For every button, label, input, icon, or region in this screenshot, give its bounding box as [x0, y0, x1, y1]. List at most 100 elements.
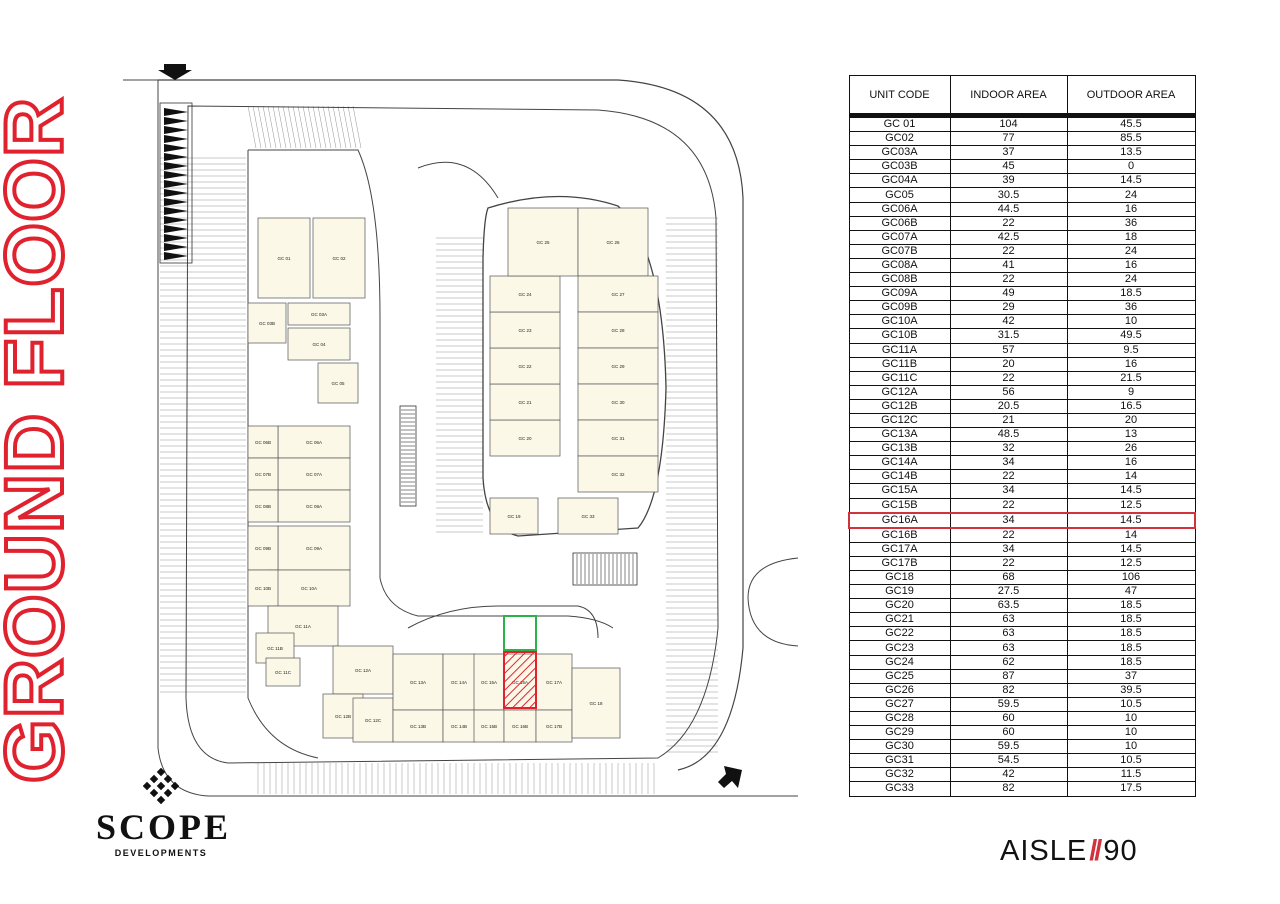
- unit-code-cell: GC13B: [848, 441, 951, 457]
- plan-unit: GC 09A: [277, 525, 351, 571]
- indoor-area-cell: 49: [949, 286, 1068, 302]
- outdoor-area-cell: 12.5: [1066, 497, 1196, 514]
- plan-unit: GC 07B: [247, 457, 279, 491]
- indoor-area-cell: 63: [949, 612, 1068, 628]
- unit-code-cell: GC18: [848, 569, 951, 586]
- unit-code-cell: GC06A: [848, 201, 951, 217]
- indoor-area-cell: 45: [949, 159, 1068, 175]
- unit-code-cell: GC12B: [848, 398, 951, 414]
- plan-unit-label: GC 17B: [546, 724, 562, 729]
- outdoor-area-cell: 17.5: [1066, 781, 1196, 797]
- plan-unit-label: GC 01: [277, 256, 291, 261]
- outdoor-area-cell: 106: [1066, 569, 1196, 586]
- unit-code-cell: GC24: [848, 654, 951, 670]
- indoor-area-cell: 104: [949, 114, 1068, 133]
- indoor-area-cell: 34: [949, 455, 1068, 471]
- page-title: GROUND FLOOR: [0, 95, 80, 785]
- plan-unit: GC 14A: [442, 653, 476, 711]
- outdoor-area-cell: 24: [1066, 187, 1196, 203]
- indoor-area-cell: 22: [949, 272, 1068, 288]
- indoor-area-cell: 41: [949, 257, 1068, 274]
- unit-code-cell: GC28: [848, 710, 951, 727]
- outdoor-area-cell: 11.5: [1066, 767, 1196, 783]
- plan-unit-label: GC 10A: [301, 586, 317, 591]
- plan-unit-label: GC 11B: [267, 646, 283, 651]
- plan-unit-label: GC 32: [611, 472, 625, 477]
- outdoor-area-cell: 45.5: [1066, 114, 1196, 133]
- unit-code-cell: GC25: [848, 668, 951, 684]
- plan-unit-label: GC 19: [507, 514, 521, 519]
- plan-unit: GC 10B: [247, 569, 279, 607]
- outdoor-area-cell: 14.5: [1066, 541, 1196, 557]
- outdoor-area-cell: 18.5: [1066, 598, 1196, 614]
- unit-code-cell: GC08B: [848, 272, 951, 288]
- plan-unit-label: GC 08B: [255, 504, 271, 509]
- unit-area-table: UNIT CODE INDOOR AREA OUTDOOR AREA GC 01…: [848, 75, 1196, 797]
- plan-unit-label: GC 23: [518, 328, 532, 333]
- plan-unit: GC 16B: [503, 709, 537, 743]
- indoor-area-cell: 82: [949, 781, 1068, 797]
- header-unit-code: UNIT CODE: [848, 75, 951, 118]
- plan-unit-label: GC 24: [518, 292, 532, 297]
- aisle-90-logo: AISLE//90: [1000, 835, 1138, 868]
- unit-code-cell: GC07B: [848, 243, 951, 259]
- plan-unit: GC 08A: [277, 489, 351, 523]
- indoor-area-cell: 27.5: [949, 584, 1068, 600]
- indoor-area-cell: 29: [949, 300, 1068, 316]
- plan-unit-label: GC 22: [518, 364, 532, 369]
- outdoor-area-cell: 18.5: [1066, 612, 1196, 628]
- indoor-area-cell: 34: [949, 511, 1068, 529]
- plan-unit: GC 12A: [332, 645, 394, 695]
- table-header-row: UNIT CODE INDOOR AREA OUTDOOR AREA: [848, 75, 1196, 118]
- indoor-area-cell: 59.5: [949, 696, 1068, 712]
- plan-unit-label: GC 08A: [306, 504, 322, 509]
- unit-code-cell: GC11B: [848, 356, 951, 372]
- aisle-slashes: //: [1089, 835, 1102, 867]
- indoor-area-cell: 22: [949, 370, 1068, 386]
- plan-unit-label: GC 13B: [410, 724, 426, 729]
- unit-code-cell: GC10B: [848, 328, 951, 344]
- indoor-area-cell: 63.5: [949, 598, 1068, 614]
- plan-unit-label: GC 30: [611, 400, 625, 405]
- entrance-arrow-icon: [718, 766, 742, 788]
- plan-unit-label: GC 15B: [481, 724, 497, 729]
- unit-code-cell: GC 01: [848, 114, 951, 133]
- plan-unit-label: GC 21: [518, 400, 532, 405]
- unit-code-cell: GC17A: [848, 541, 951, 557]
- plan-unit: GC 28: [577, 311, 659, 349]
- indoor-area-cell: 22: [949, 215, 1068, 231]
- outdoor-area-cell: 26: [1066, 441, 1196, 457]
- outdoor-area-cell: 18: [1066, 229, 1196, 245]
- highlight-unit-outdoor: [503, 615, 537, 651]
- indoor-area-cell: 59.5: [949, 739, 1068, 755]
- plan-unit: GC 25: [507, 207, 579, 277]
- unit-code-cell: GC15A: [848, 483, 951, 499]
- plan-unit: GC 22: [489, 347, 561, 385]
- plan-unit-label: GC 02: [332, 256, 346, 261]
- plan-unit: GC 20: [489, 419, 561, 457]
- indoor-area-cell: 22: [949, 527, 1068, 543]
- unit-code-cell: GC11A: [848, 342, 951, 358]
- unit-code-cell: GC16B: [848, 527, 951, 543]
- plan-unit-label: GC 12C: [365, 718, 382, 723]
- unit-code-cell: GC14B: [848, 469, 951, 485]
- unit-code-cell: GC06B: [848, 215, 951, 231]
- plan-unit-label: GC 07B: [255, 472, 271, 477]
- plan-unit: GC 03B: [247, 302, 287, 344]
